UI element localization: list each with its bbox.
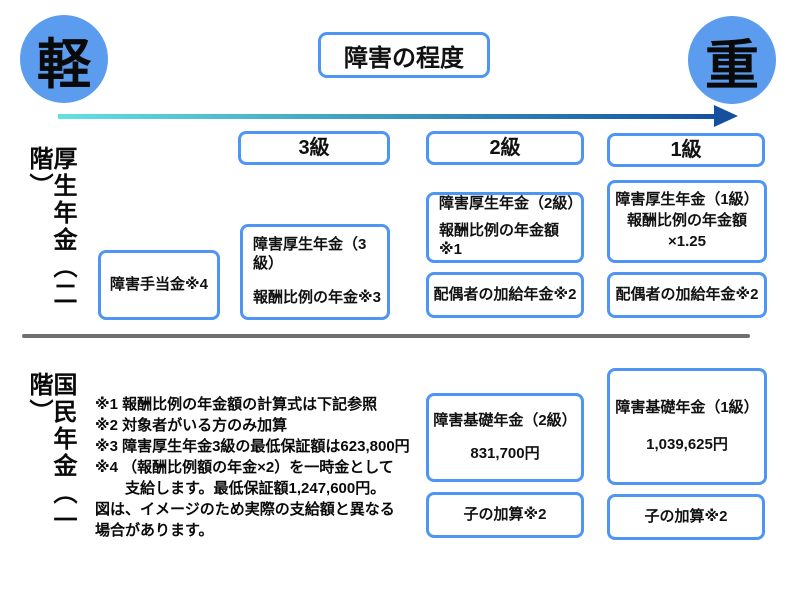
severity-arrow-head-icon [714,105,738,127]
box-kokumin-grade2-line1: 障害基礎年金（2級） [433,411,577,429]
footnote-2: ※2 対象者がいる方のみ加算 [95,417,288,434]
box-kosei-grade2-main: 障害厚生年金（2級） 報酬比例の年金額※1 [426,192,584,263]
footnote-4: ※4 （報酬比例額の年金×2）を一時金として [95,459,394,476]
box-kosei-grade3: 障害厚生年金（3級） 報酬比例の年金※3 [240,224,390,320]
diagram-title: 障害の程度 [344,44,464,72]
box-teatekin-line1: 障害手当金※4 [110,275,208,293]
grade-header-1: 1級 [607,133,765,167]
footnote-disclaimer-line1: 図は、イメージのため実際の支給額と異なる [95,501,395,518]
box-kokumin-grade2-child: 子の加算※2 [426,492,584,538]
grade-header-1-label: 1級 [670,138,702,161]
footnote-4-continued: 支給します。最低保証額1,247,600円。 [95,480,386,497]
box-kosei-grade1-line3: ×1.25 [668,232,706,250]
severity-light-circle: 軽 [20,15,108,103]
axis-label-kosei-nenkin: 厚生年金（二階） [25,146,76,308]
box-kokumin-grade1-amount: 1,039,625円 [646,435,728,453]
box-kokumin-grade1-child: 子の加算※2 [607,494,765,540]
box-kosei-grade2-line1: 障害厚生年金（2級） [439,195,583,213]
grade-header-3-label: 3級 [298,136,330,159]
severity-light-label: 軽 [37,34,91,95]
box-kokumin-grade2-basic: 障害基礎年金（2級） 831,700円 [426,393,584,482]
box-kosei-grade1-spouse: 配偶者の加給年金※2 [607,272,767,318]
box-kosei-grade2-line2: 報酬比例の年金額※1 [439,222,560,258]
severity-heavy-label: 重 [705,35,759,96]
box-teatekin: 障害手当金※4 [98,250,220,320]
box-kosei-grade2-spouse-line1: 配偶者の加給年金※2 [433,285,577,303]
footnote-3: ※3 障害厚生年金3級の最低保証額は623,800円 [95,438,410,455]
diagram-title-box: 障害の程度 [318,32,490,78]
box-kosei-grade1-spouse-line1: 配偶者の加給年金※2 [615,285,759,303]
box-kokumin-grade2-amount: 831,700円 [470,444,540,462]
box-kosei-grade1-line1: 障害厚生年金（1級） [615,191,759,209]
box-kokumin-grade2-child-line1: 子の加算※2 [463,505,547,523]
box-kokumin-grade1-basic: 障害基礎年金（1級） 1,039,625円 [607,368,767,485]
box-kosei-grade3-line2: 報酬比例の年金※3 [253,289,381,307]
box-kosei-grade3-line1: 障害厚生年金（3級） [253,235,367,272]
box-kosei-grade1-line2: 報酬比例の年金額 [626,212,747,230]
severity-arrow-line [58,114,716,119]
footnote-1: ※1 報酬比例の年金額の計算式は下記参照 [95,396,378,413]
axis-label-kokumin-nenkin: 国民年金（一階） [25,372,76,534]
grade-header-2: 2級 [426,131,584,165]
grade-header-2-label: 2級 [489,136,521,159]
footnotes: ※1 報酬比例の年金額の計算式は下記参照 ※2 対象者がいる方のみ加算 ※3 障… [95,394,440,541]
grade-header-3: 3級 [238,131,390,165]
box-kokumin-grade1-line1: 障害基礎年金（1級） [615,398,759,416]
box-kokumin-grade1-child-line1: 子の加算※2 [644,507,728,525]
box-kosei-grade2-spouse: 配偶者の加給年金※2 [426,272,584,318]
footnote-disclaimer-line2: 場合があります。 [95,522,214,539]
severity-heavy-circle: 重 [688,16,776,104]
tier-divider [22,334,750,338]
box-kosei-grade1-main: 障害厚生年金（1級） 報酬比例の年金額 ×1.25 [607,180,767,263]
